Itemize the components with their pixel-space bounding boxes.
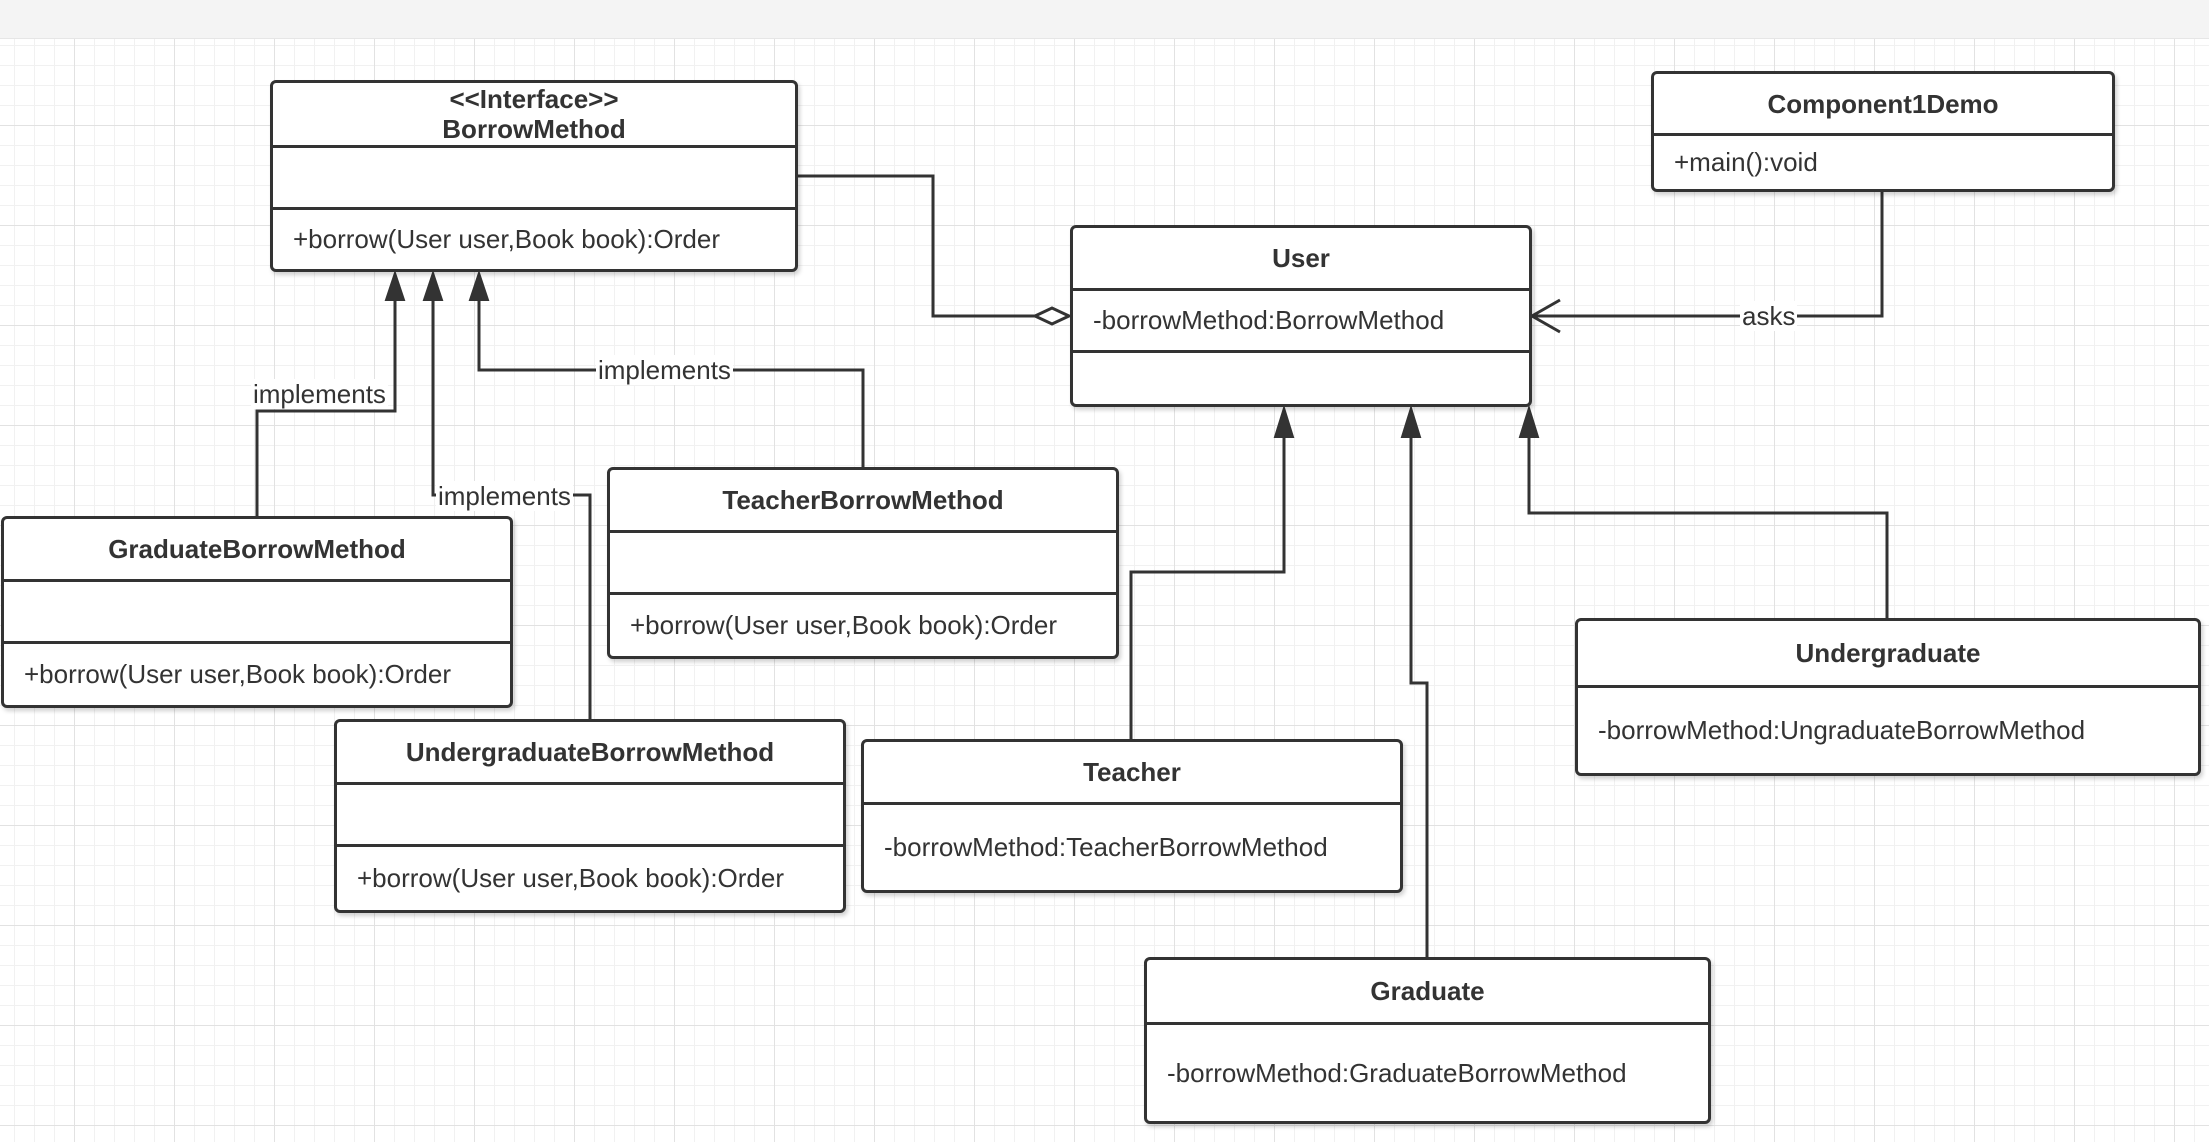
implements-undergraduate-label: implements	[436, 481, 573, 511]
class-teacherborrowmethod[interactable]: TeacherBorrowMethod +borrow(User user,Bo…	[607, 467, 1119, 659]
class-title: Component1Demo	[1767, 88, 1999, 119]
teacher-inherits-arrowhead	[1273, 404, 1295, 438]
class-title: Teacher	[1083, 757, 1181, 787]
undergraduate-inherits-line[interactable]	[1527, 437, 1889, 619]
class-teacher[interactable]: Teacher -borrowMethod:TeacherBorrowMetho…	[861, 739, 1403, 893]
aggregation-line[interactable]	[797, 174, 1035, 318]
implements-teacher-arrowhead	[468, 269, 490, 301]
operation-borrow: +borrow(User user,Book book):Order	[273, 207, 795, 269]
operation-borrow: +borrow(User user,Book book):Order	[610, 592, 1116, 656]
undergraduate-inherits-arrowhead	[1518, 404, 1540, 438]
operation-main: +main():void	[1654, 133, 2112, 189]
class-title: BorrowMethod	[442, 114, 626, 144]
attributes-compartment	[610, 530, 1116, 592]
implements-teacher-label: implements	[596, 355, 733, 385]
implements-graduate-arrowhead	[384, 269, 406, 301]
implements-graduate-label: implements	[251, 379, 388, 409]
attributes-compartment	[273, 145, 795, 207]
operation-borrow: +borrow(User user,Book book):Order	[4, 641, 510, 705]
attributes-compartment	[4, 579, 510, 641]
class-user[interactable]: User -borrowMethod:BorrowMethod	[1070, 225, 1532, 407]
attribute-borrowmethod: -borrowMethod:UngraduateBorrowMethod	[1578, 685, 2198, 773]
class-graduateborrowmethod[interactable]: GraduateBorrowMethod +borrow(User user,B…	[1, 516, 513, 708]
graduate-inherits-line[interactable]	[1409, 437, 1429, 958]
class-title: Graduate	[1370, 976, 1485, 1006]
asks-label: asks	[1740, 301, 1798, 331]
graduate-inherits-arrowhead	[1400, 404, 1422, 438]
class-title: GraduateBorrowMethod	[108, 534, 406, 564]
class-title: User	[1272, 243, 1330, 273]
class-component1demo[interactable]: Component1Demo +main():void	[1651, 71, 2115, 192]
class-title: UndergraduateBorrowMethod	[405, 737, 775, 767]
operation-borrow: +borrow(User user,Book book):Order	[337, 844, 843, 910]
attribute-borrowmethod: -borrowMethod:TeacherBorrowMethod	[864, 802, 1400, 890]
class-graduate[interactable]: Graduate -borrowMethod:GraduateBorrowMet…	[1144, 957, 1711, 1124]
class-name: <<Interface>> BorrowMethod	[273, 83, 795, 145]
class-undergraduateborrowmethod[interactable]: UndergraduateBorrowMethod +borrow(User u…	[334, 719, 846, 913]
implements-undergraduate-arrowhead	[422, 269, 444, 301]
toolbar-strip	[0, 0, 2209, 39]
attribute-borrowmethod: -borrowMethod:GraduateBorrowMethod	[1147, 1022, 1708, 1121]
teacher-inherits-line[interactable]	[1129, 437, 1286, 740]
asks-arrowhead	[1528, 298, 1561, 334]
operations-compartment	[1073, 350, 1529, 404]
implements-graduate-line[interactable]	[255, 300, 397, 517]
class-undergraduate[interactable]: Undergraduate -borrowMethod:UngraduateBo…	[1575, 618, 2201, 776]
class-borrowmethod[interactable]: <<Interface>> BorrowMethod +borrow(User …	[270, 80, 798, 272]
attributes-compartment	[337, 782, 843, 844]
attribute-borrowmethod: -borrowMethod:BorrowMethod	[1073, 288, 1529, 350]
stereotype-label: <<Interface>>	[449, 84, 619, 114]
aggregation-diamond	[1031, 306, 1073, 326]
class-title: Undergraduate	[1795, 638, 1981, 668]
class-title: TeacherBorrowMethod	[722, 485, 1004, 515]
asks-line[interactable]	[1535, 191, 1884, 318]
